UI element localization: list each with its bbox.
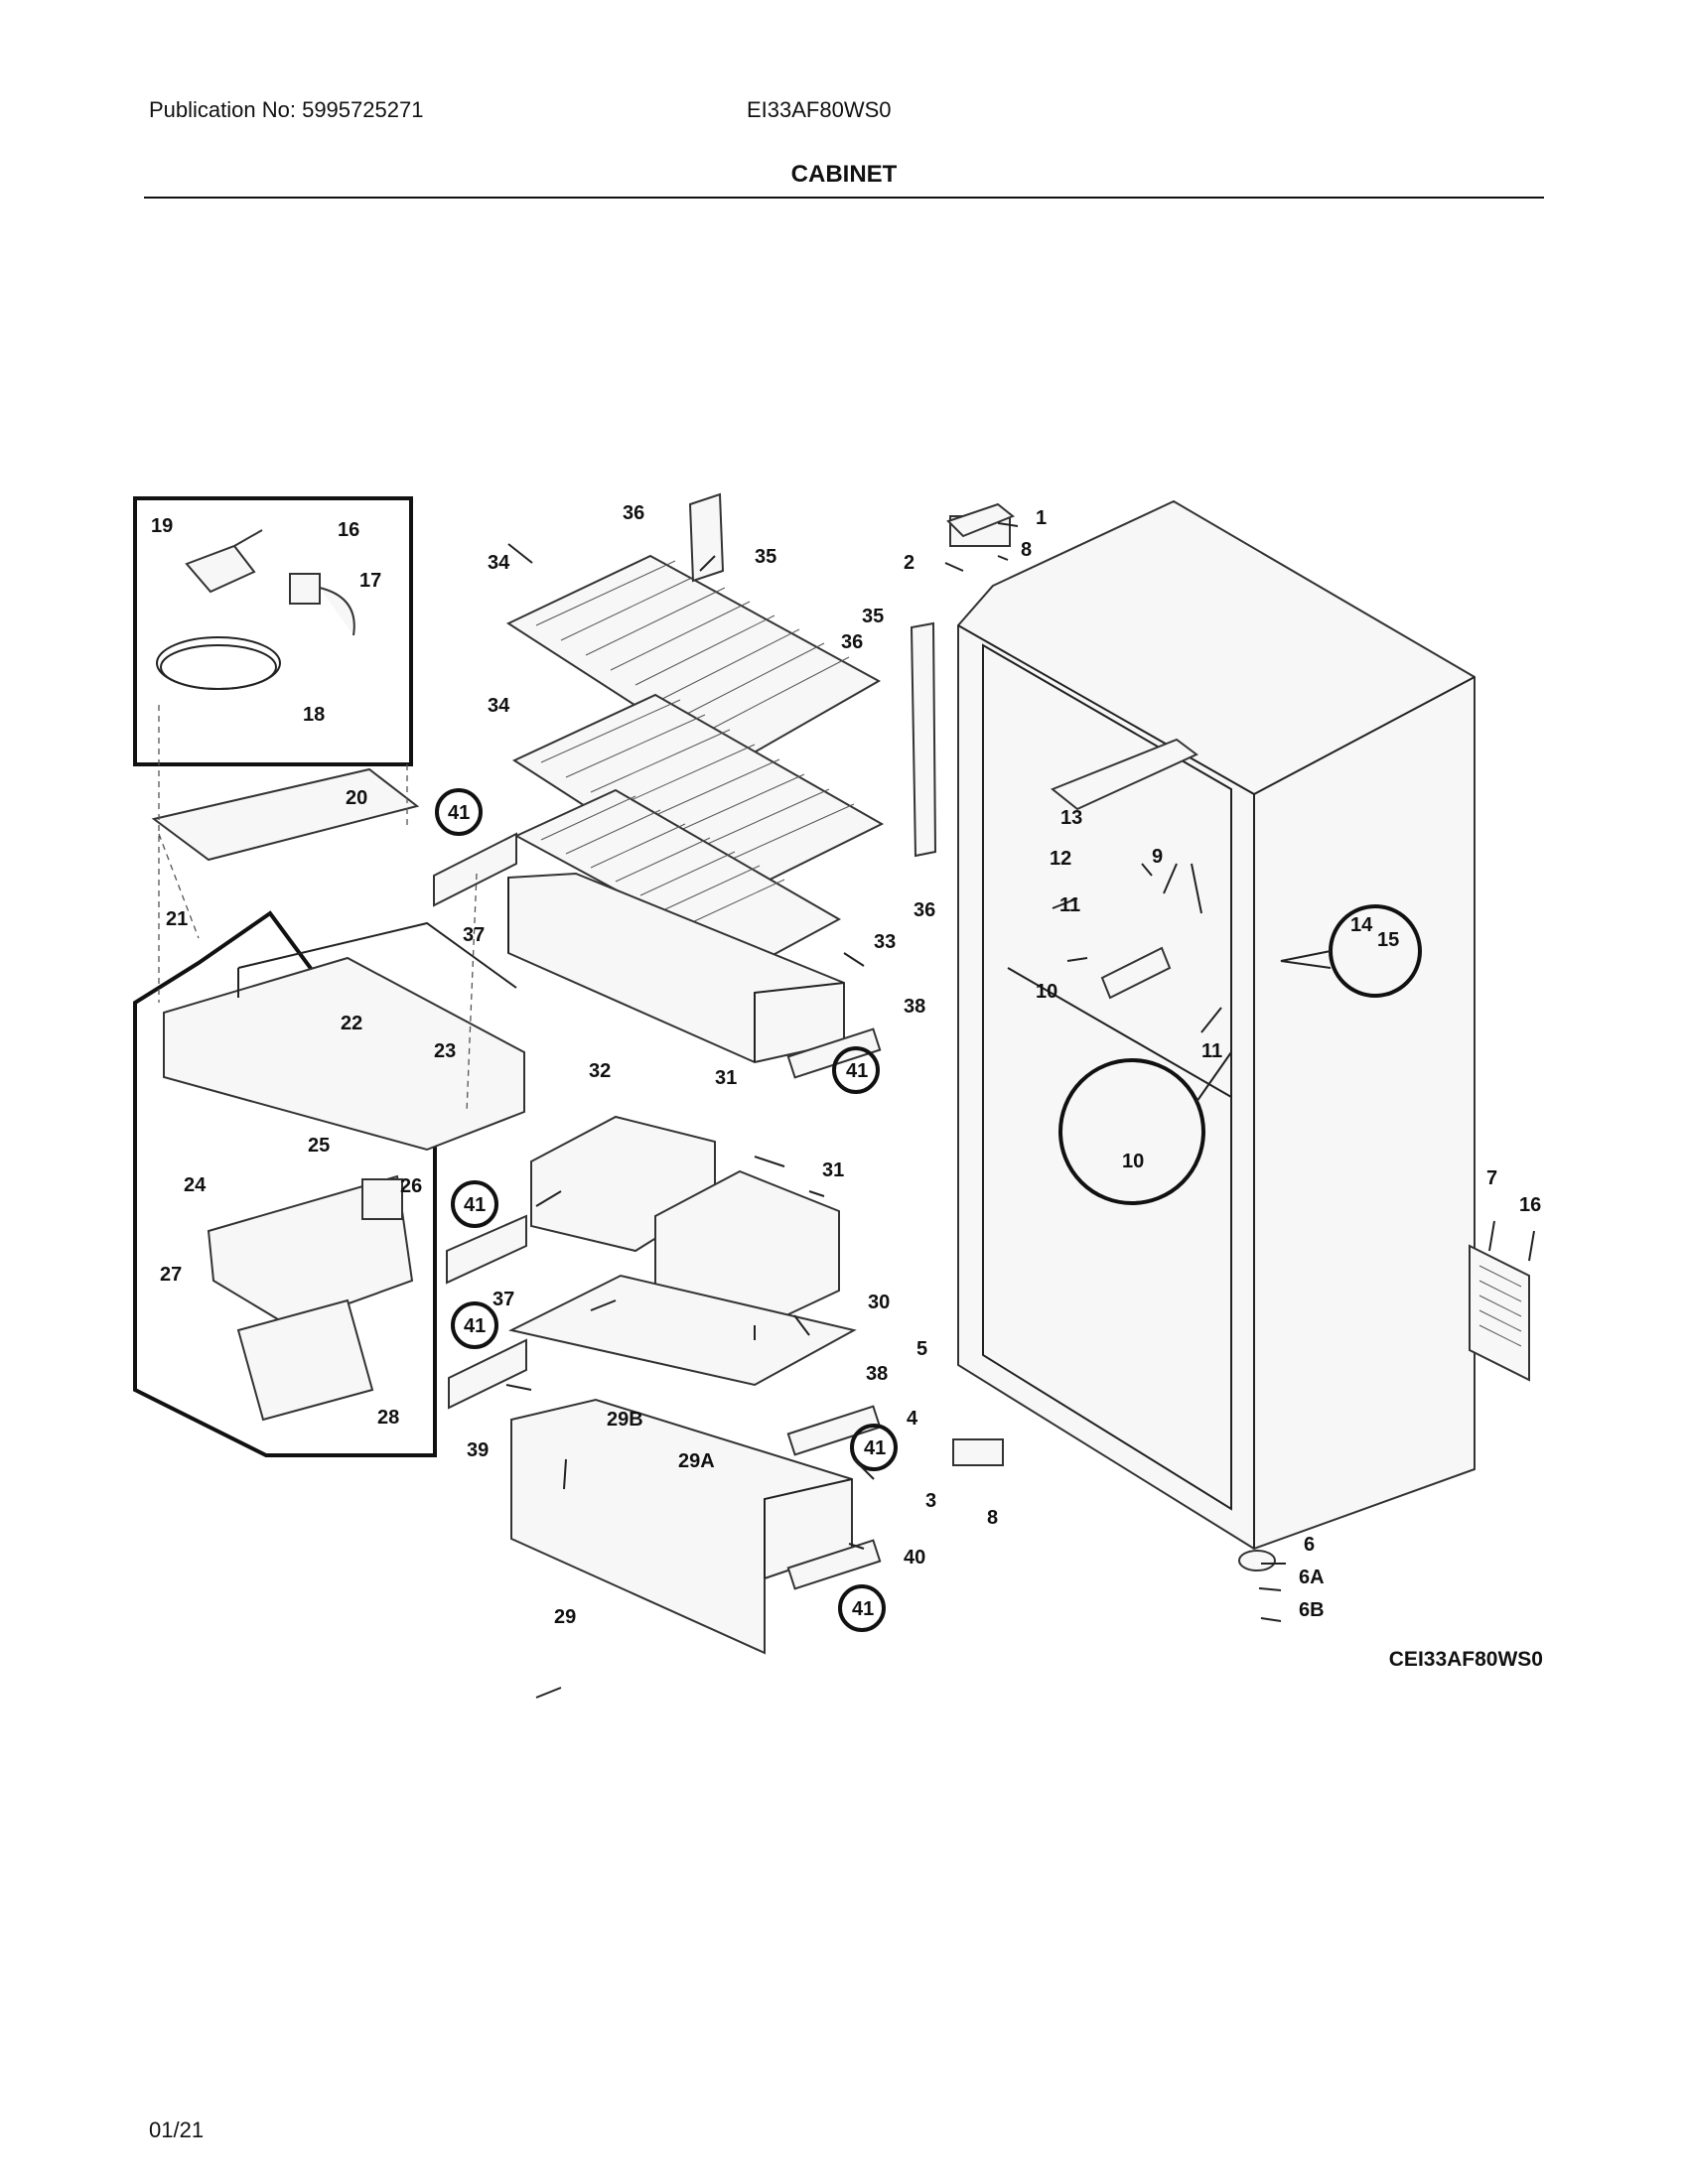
callout-35: 35: [862, 606, 884, 627]
callout-29B: 29B: [607, 1409, 643, 1431]
callout-35: 35: [755, 546, 776, 568]
model-number: EI33AF80WS0: [747, 97, 892, 122]
auger-motor: [236, 1298, 374, 1422]
shelf-support-rail-right: [910, 621, 937, 858]
callout-16: 16: [1519, 1194, 1541, 1216]
callout-8: 8: [1021, 539, 1032, 561]
ice-maker-housing: [163, 956, 525, 1152]
callout-36: 36: [623, 502, 644, 524]
cabinet-body: [957, 499, 1476, 1551]
callout-41: 41: [448, 802, 470, 824]
ice-scoop: [185, 529, 263, 594]
revision-date: 01/21: [149, 2117, 205, 2142]
callout-21: 21: [166, 908, 188, 930]
callout-24: 24: [184, 1174, 207, 1196]
callout-32: 32: [589, 1060, 611, 1082]
callout-31: 31: [715, 1067, 737, 1089]
rear-grille: [1469, 1244, 1530, 1382]
callout-10: 10: [1036, 981, 1057, 1003]
callout-14: 14: [1350, 914, 1373, 936]
callout-10: 10: [1122, 1151, 1144, 1172]
callout-12: 12: [1050, 848, 1071, 870]
callout-25: 25: [308, 1135, 330, 1157]
callout-39: 39: [467, 1439, 489, 1461]
callout-29A: 29A: [678, 1450, 715, 1472]
callout-9: 9: [1152, 846, 1163, 868]
callout-30: 30: [868, 1292, 890, 1313]
light-lens: [1100, 946, 1172, 1000]
water-valve: [289, 573, 355, 636]
ice-tray-cover: [151, 767, 420, 862]
callout-37: 37: [463, 924, 485, 946]
hinge-cover: [946, 502, 1015, 538]
callout-15: 15: [1377, 929, 1399, 951]
callout-18: 18: [303, 704, 325, 726]
diagram-code: CEI33AF80WS0: [1389, 1648, 1543, 1671]
callout-13: 13: [1060, 807, 1082, 829]
callout-11: 11: [1201, 1040, 1222, 1062]
callout-6B: 6B: [1299, 1599, 1325, 1621]
callout-36: 36: [841, 631, 863, 653]
callout-5: 5: [916, 1338, 927, 1360]
callout-4: 4: [907, 1408, 918, 1430]
callout-38: 38: [866, 1363, 888, 1385]
callout-38: 38: [904, 996, 925, 1018]
inset-box: [133, 496, 413, 766]
drawer-label-38b: [786, 1405, 882, 1456]
callout-41: 41: [464, 1194, 486, 1216]
callout-22: 22: [341, 1013, 362, 1034]
callout-41: 41: [852, 1598, 874, 1620]
leveling-leg: [1238, 1550, 1277, 1571]
callout-31: 31: [822, 1160, 844, 1181]
publication-number: Publication No: 5995725271: [149, 97, 424, 122]
callout-20: 20: [346, 787, 367, 809]
drawer-label-38a: [786, 1027, 882, 1079]
callout-6: 6: [1304, 1534, 1315, 1556]
callout-41: 41: [464, 1315, 486, 1337]
callout-29: 29: [554, 1606, 576, 1628]
door-hinge-bottom: [952, 1438, 1004, 1466]
callout-11: 11: [1059, 894, 1080, 916]
callout-23: 23: [434, 1040, 456, 1062]
callout-8: 8: [987, 1507, 998, 1529]
detail-circle-10: [1058, 1058, 1205, 1205]
callout-28: 28: [377, 1407, 399, 1429]
callout-37: 37: [492, 1289, 514, 1310]
callout-36: 36: [914, 899, 935, 921]
callout-34: 34: [488, 695, 510, 717]
callout-41: 41: [846, 1060, 868, 1082]
callout-2: 2: [904, 552, 914, 574]
shelf-support-rail: [688, 492, 725, 583]
callout-34: 34: [488, 552, 510, 574]
callout-7: 7: [1486, 1167, 1497, 1189]
shelf-end-cap-37a: [433, 832, 517, 907]
page-title: CABINET: [790, 161, 898, 188]
drawer-label-40: [786, 1539, 882, 1590]
header-rule: [144, 197, 1544, 199]
crisper-cover: [508, 1274, 857, 1387]
shelf-end-cap-37b: [446, 1214, 527, 1285]
callout-40: 40: [904, 1547, 925, 1569]
callout-16: 16: [338, 519, 359, 541]
callout-3: 3: [925, 1490, 936, 1512]
callout-17: 17: [359, 570, 381, 592]
shelf-end-cap-39: [448, 1338, 527, 1410]
fan-motor: [361, 1178, 403, 1220]
callout-41: 41: [864, 1437, 886, 1459]
callout-6A: 6A: [1299, 1567, 1325, 1588]
callout-26: 26: [400, 1175, 422, 1197]
callout-19: 19: [151, 515, 173, 537]
callout-labels: 1 2 3 4 5 6 6A 6B 7 8 8 9 10 10 11 11 12…: [151, 502, 1541, 1628]
callout-33: 33: [874, 931, 896, 953]
light-housing: [1051, 738, 1198, 811]
callout-1: 1: [1036, 507, 1047, 529]
callout-27: 27: [160, 1264, 182, 1286]
